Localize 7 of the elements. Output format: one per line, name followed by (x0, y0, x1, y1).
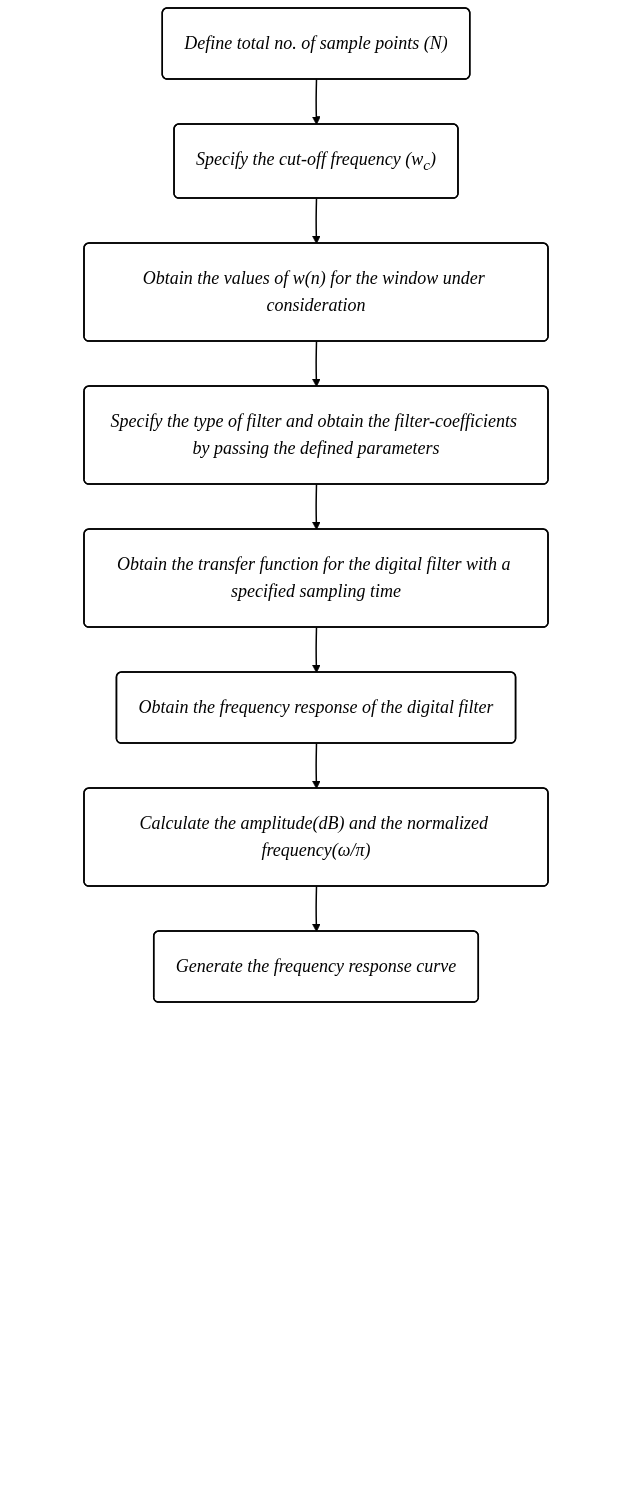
arrow (311, 626, 321, 673)
arrow (311, 483, 321, 530)
arrow (311, 78, 321, 125)
arrow (311, 197, 321, 244)
arrow (311, 742, 321, 789)
arrow (311, 340, 321, 387)
arrow (311, 885, 321, 932)
